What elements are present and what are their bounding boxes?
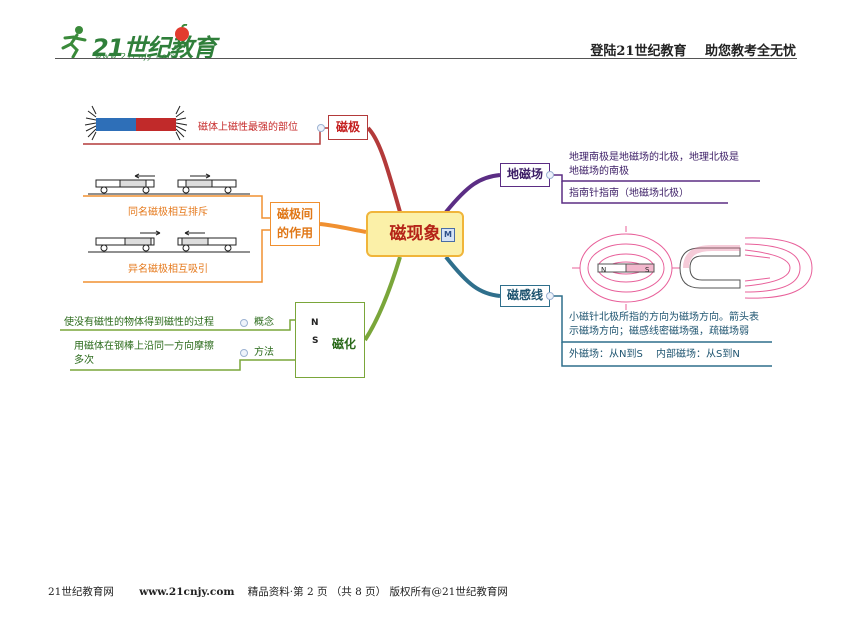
connector-fieldlines (444, 255, 501, 298)
magnet-s-label: S (312, 336, 319, 346)
logo-text: 21世纪教育 (92, 34, 216, 62)
magnetization-concept-text: 使没有磁性的物体得到磁性的过程 (64, 317, 214, 328)
runner-logo-icon (61, 26, 87, 58)
apple-logo-icon (175, 24, 189, 41)
collapse-ciji-icon[interactable] (317, 124, 325, 132)
bar-magnet-n-label: N (601, 266, 607, 274)
node-interaction[interactable]: 磁极间 的作用 (270, 202, 320, 246)
geomagnetic-line2: 地磁场的南极 (569, 166, 629, 177)
fieldlines-line2: 示磁场方向；磁感线密磁场强，疏磁场弱 (569, 326, 749, 337)
fieldlines-line1: 小磁针北极所指的方向为磁场方向。箭头表 (569, 312, 759, 323)
header-divider (55, 58, 797, 59)
geomagnetic-line1: 地理南极是地磁场的北极，地理北极是 (569, 152, 739, 163)
center-node[interactable]: 磁现象 M (366, 211, 464, 257)
magnetization-method-label: 方法 (254, 347, 274, 358)
bar-magnet-s-label: S (645, 266, 650, 274)
connector-interaction (319, 222, 367, 234)
magnetization-method-line2: 多次 (74, 355, 94, 366)
connector-ciji (366, 126, 402, 213)
magnetization-concept-label: 概念 (254, 317, 274, 328)
interaction-repel: 同名磁极相互排斥 (128, 207, 208, 218)
logo-url: www.21cnjy.com (95, 52, 177, 61)
footer: 21世纪教育网 www.21cnjy.com 精品资料·第 2 页 （共 8 页… (48, 584, 508, 599)
carts-repel-image (88, 173, 250, 195)
geomagnetic-line3: 指南针指南（地磁场北极） (569, 188, 689, 199)
connector-magnetization (363, 256, 402, 342)
method-bullet-icon (240, 349, 248, 357)
node-fieldlines[interactable]: 磁感线 (500, 285, 550, 307)
node-magnetization[interactable]: 磁化 (295, 302, 365, 378)
header-slogan: 登陆21世纪教育 助您教考全无忧 (590, 44, 796, 59)
collapse-geomagnetic-icon[interactable] (546, 171, 554, 179)
footer-info: 精品资料·第 2 页 （共 8 页） 版权所有@21世纪教育网 (247, 586, 508, 598)
interaction-attract: 异名磁极相互吸引 (128, 264, 208, 275)
collapse-fieldlines-icon[interactable] (546, 292, 554, 300)
fieldlines-line3: 外磁场：从N到S 内部磁场：从S到N (569, 349, 740, 360)
mindmap-badge-icon: M (441, 228, 455, 242)
connector-geomagnetic (444, 173, 501, 214)
node-ciji[interactable]: 磁极 (328, 115, 368, 140)
concept-bullet-icon (240, 319, 248, 327)
node-geomagnetic[interactable]: 地磁场 (500, 163, 550, 187)
footer-url[interactable]: www.21cnjy.com (139, 586, 235, 598)
horseshoe-magnet-field-image (679, 237, 813, 299)
bar-magnet-filings-image (84, 105, 188, 141)
magnetization-method-line1: 用磁体在钢棒上沿同一方向摩擦 (74, 341, 214, 352)
ciji-detail: 磁体上磁性最强的部位 (198, 122, 298, 133)
magnet-n-label: N (311, 318, 319, 328)
carts-attract-image (88, 230, 250, 253)
bar-magnet-field-image (572, 226, 680, 310)
footer-site: 21世纪教育网 (48, 586, 114, 598)
